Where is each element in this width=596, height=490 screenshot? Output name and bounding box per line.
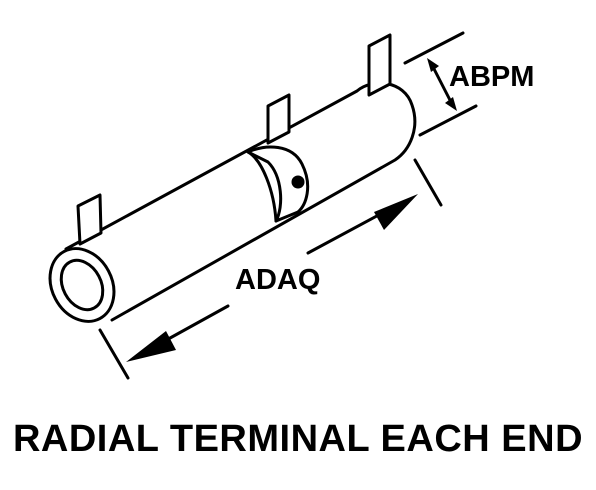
adaq-arrow-left <box>126 331 176 362</box>
abpm-extension-top <box>403 31 465 65</box>
right-terminal-tab <box>367 33 392 97</box>
adaq-label: ADAQ <box>235 264 320 296</box>
adaq-extension-right <box>413 158 443 207</box>
adaq-extension-left <box>98 328 130 380</box>
abpm-label: ABPM <box>449 61 534 93</box>
abpm-arrow-top <box>427 58 439 72</box>
abpm-arrow-bottom <box>445 97 457 111</box>
body-end-inner <box>59 258 105 312</box>
center-terminal-tab <box>266 93 291 145</box>
mounting-band <box>246 145 310 223</box>
abpm-extension-bottom <box>418 104 478 137</box>
left-terminal-tab <box>76 193 103 246</box>
adaq-dimension-line-right <box>306 208 390 255</box>
abpm-dimension-line <box>430 63 454 106</box>
diagram-caption: RADIAL TERMINAL EACH END <box>12 418 584 460</box>
mounting-hole <box>291 175 305 189</box>
adaq-arrow-right <box>374 194 418 230</box>
